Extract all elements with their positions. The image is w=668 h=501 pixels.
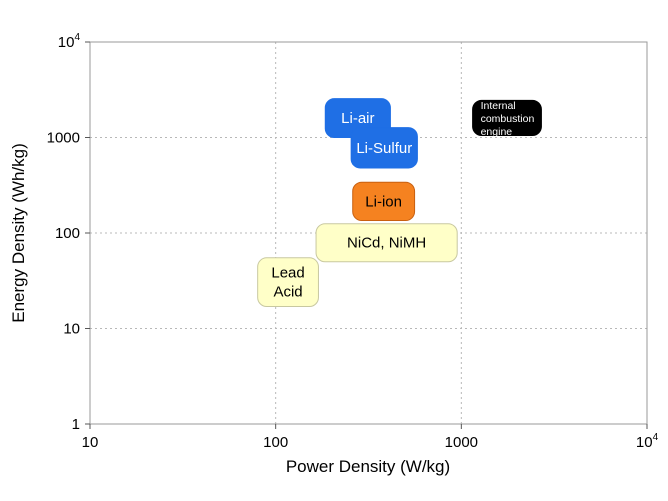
region-label-internal-combustion-engine: Internal	[481, 100, 516, 112]
y-tick-label: 1	[72, 416, 80, 433]
region-label-internal-combustion-engine: engine	[481, 126, 513, 138]
region-li-sulfur: Li-Sulfur	[350, 127, 418, 169]
region-label-lead-acid: Lead	[271, 265, 304, 282]
x-axis-title: Power Density (W/kg)	[286, 457, 450, 476]
y-axis-ticks: 1 10 100 1000 104	[47, 32, 90, 433]
x-tick-label: 104	[636, 432, 659, 451]
region-label-lead-acid: Acid	[273, 284, 302, 301]
region-nicd-nimh: NiCd, NiMH	[315, 223, 458, 263]
region-label-li-air: Li-air	[341, 110, 374, 127]
y-tick-label: 100	[55, 225, 80, 242]
y-axis-title: Energy Density (Wh/kg)	[9, 143, 28, 323]
region-li-ion: Li-ion	[352, 181, 416, 222]
region-label-nicd-nimh: NiCd, NiMH	[347, 235, 426, 252]
x-tick-label: 10	[82, 434, 99, 451]
y-tick-label: 104	[58, 32, 81, 51]
region-label-internal-combustion-engine: combustion	[481, 113, 535, 125]
region-box-lead-acid	[257, 257, 319, 307]
region-box-nicd-nimh	[315, 223, 458, 263]
region-box-li-ion	[352, 181, 416, 222]
x-axis-ticks: 10 100 1000 104	[82, 424, 659, 451]
region-label-li-sulfur: Li-Sulfur	[356, 140, 412, 157]
region-label-li-ion: Li-ion	[365, 193, 402, 210]
y-tick-label: 1000	[47, 130, 80, 147]
region-box-li-sulfur	[350, 127, 418, 169]
x-tick-label: 1000	[445, 434, 478, 451]
x-tick-label: 100	[263, 434, 288, 451]
grid	[90, 42, 647, 424]
y-tick-label: 10	[63, 321, 80, 338]
region-box-internal-combustion-engine	[472, 99, 542, 136]
